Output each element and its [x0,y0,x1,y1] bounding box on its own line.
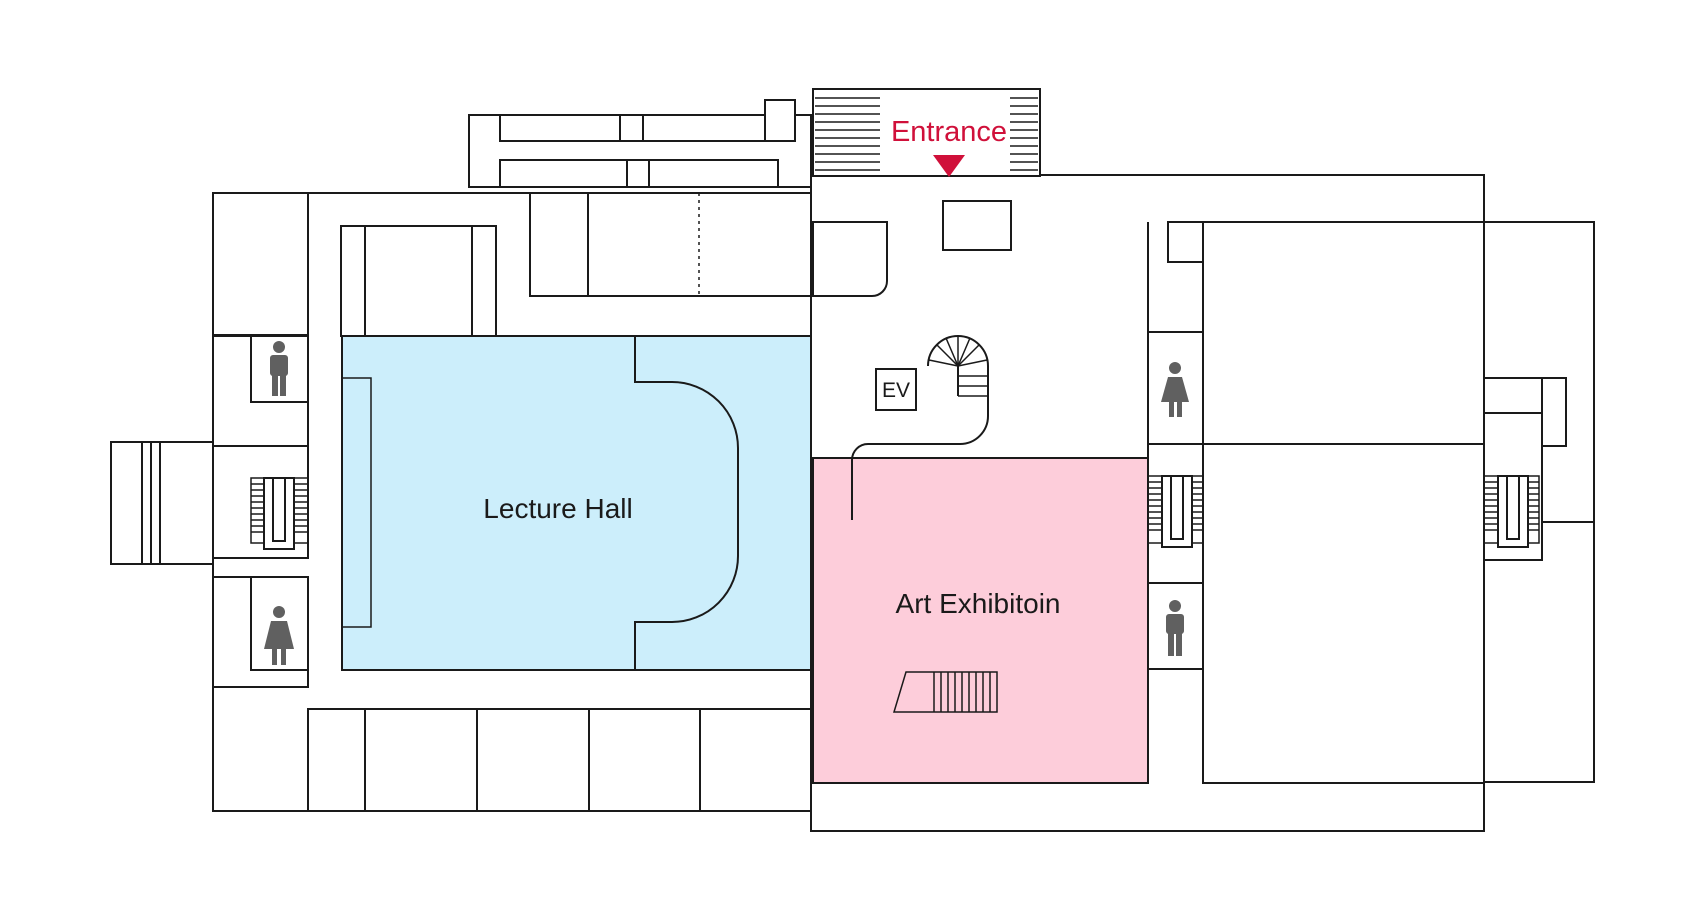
female-restroom-icon [264,606,294,665]
male-restroom-icon [1166,600,1184,656]
lecture-hall[interactable]: Lecture Hall [341,335,812,671]
art-exhibition-room[interactable]: Art Exhibitoin [812,457,1149,784]
upper-rooms [212,192,1012,337]
east-hall [1202,221,1485,784]
spiral-stairs-icon [851,335,989,520]
elevator-icon[interactable]: EV [875,368,917,411]
west-staircase-icon [250,477,309,550]
entrance-steps [815,97,1038,171]
north-annex [499,99,796,188]
male-restroom-icon [270,341,288,396]
lecture-hall-label: Lecture Hall [483,493,632,524]
east-staircase-icon [1483,475,1540,548]
art-exhibition-label: Art Exhibitoin [896,588,1061,619]
south-rooms [307,708,812,812]
entrance-label: Entrance [891,116,1007,148]
entrance[interactable]: Entrance [815,97,1038,177]
central-staircase-icon [1147,475,1204,548]
staircase-icon [892,671,998,713]
female-restroom-icon [1161,362,1189,417]
entrance-arrow-icon [933,155,965,177]
ev-label: EV [882,379,910,402]
